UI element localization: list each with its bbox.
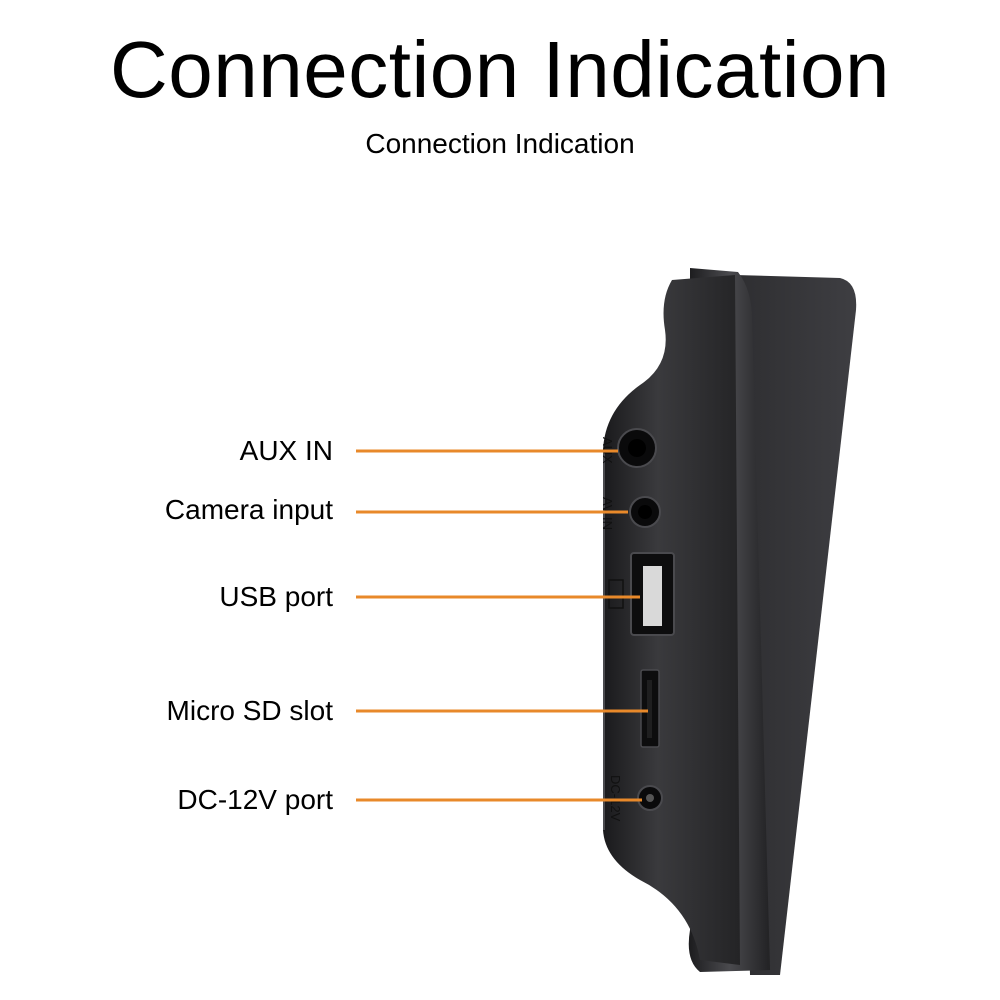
- label-dc-12v-port: DC-12V port: [177, 784, 333, 815]
- page-title: Connection Indication: [110, 25, 890, 114]
- label-aux-in: AUX IN: [239, 435, 333, 466]
- label-camera-input: Camera input: [164, 494, 333, 525]
- page-subtitle: Connection Indication: [365, 128, 635, 159]
- label-usb-port: USB port: [219, 581, 333, 612]
- device-back-shell: [735, 275, 857, 975]
- label-micro-sd-slot: Micro SD slot: [166, 695, 333, 726]
- device-label-dc: DC-12V: [608, 775, 623, 822]
